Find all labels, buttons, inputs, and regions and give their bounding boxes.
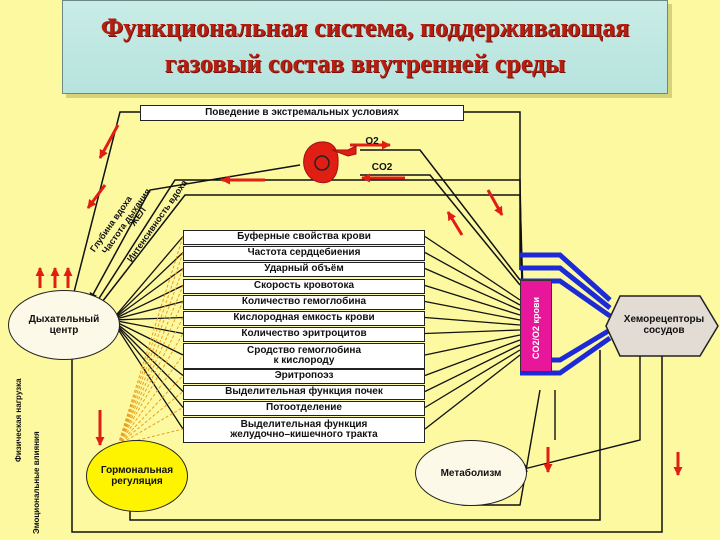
param-box: Количество гемоглобина	[183, 295, 425, 310]
param-box: Эритропоэз	[183, 369, 425, 384]
co2-label: CO2	[371, 162, 393, 173]
resp-center-rays	[111, 236, 184, 430]
side-label-physical: Физическая нагрузка	[14, 378, 23, 462]
co2-line	[360, 174, 521, 286]
title-line-2: газовый состав внутренней среды	[164, 49, 566, 78]
box-to-blood-lines	[424, 235, 521, 430]
box-link	[424, 316, 521, 326]
outer-loop-top	[71, 111, 140, 301]
outer-loop-bottom	[71, 340, 663, 533]
hormonal-ray	[117, 285, 184, 446]
box-link	[424, 329, 521, 335]
box-link	[424, 339, 521, 377]
hormonal-label: Гормональная регуляция	[100, 465, 174, 487]
hormonal-ray	[117, 252, 184, 446]
title-panel: Функциональная система, поддерживающая г…	[62, 0, 668, 94]
hormonal-ray	[117, 407, 184, 446]
hormonal-ray	[117, 391, 184, 446]
blood-gas-label: CO2/O2 крови	[531, 296, 541, 359]
box-link	[424, 284, 521, 316]
lungs-to-resp	[89, 164, 301, 301]
box-link	[424, 251, 521, 306]
param-box: Скорость кровотока	[183, 279, 425, 294]
resp-center-label: Дыхательный центр	[28, 314, 100, 336]
chemoreceptors-label: Хеморецепторы сосудов	[623, 314, 705, 336]
resp-ray	[111, 319, 184, 392]
param-box: Буферные свойства крови	[183, 230, 425, 245]
behavior-box: Поведение в экстремальных условиях	[140, 105, 464, 121]
lungs-center-mark	[314, 155, 330, 171]
o2-line	[360, 149, 521, 281]
box-link	[424, 235, 521, 301]
param-box: Частота сердцебиения	[183, 246, 425, 261]
box-link	[424, 349, 521, 409]
hormonal-ray	[117, 354, 184, 446]
metabolism-node: Метаболизм	[415, 440, 527, 506]
param-box: Сродство гемоглобина к кислороду	[183, 343, 425, 369]
resp-ray	[111, 319, 184, 377]
resp-ray	[111, 267, 184, 321]
resp-ray	[111, 319, 184, 356]
box-link	[424, 354, 521, 430]
box-link	[424, 300, 521, 321]
blood-gas-bar: CO2/O2 крови	[520, 280, 552, 372]
resp-ray	[111, 300, 184, 321]
lungs-icon	[303, 141, 357, 184]
param-box: Выделительная функция желудочно–кишечног…	[183, 417, 425, 443]
resp-ray	[111, 319, 184, 430]
param-box: Кислородная емкость крови	[183, 311, 425, 326]
param-box: Количество эритроцитов	[183, 327, 425, 342]
hormonal-ray	[117, 301, 184, 446]
side-label-emotional: Эмоциональные влияния	[32, 431, 41, 534]
hormonal-ray	[117, 317, 184, 446]
param-box: Потоотделение	[183, 401, 425, 416]
param-box: Ударный объём	[183, 262, 425, 277]
o2-label: O2	[365, 136, 379, 147]
hormonal-ray	[117, 375, 184, 446]
hormonal-ray	[117, 333, 184, 446]
param-box: Выделительная функция почек	[183, 385, 425, 400]
inner-loop-bottom	[129, 350, 601, 521]
hormonal-rays	[117, 236, 184, 446]
red-arrows	[35, 124, 683, 476]
box-link	[424, 334, 521, 356]
resp-ray	[111, 252, 184, 321]
box-link	[424, 267, 521, 311]
title-line-1: Функциональная система, поддерживающая	[100, 13, 630, 42]
box-link	[424, 344, 521, 393]
resp-center-node: Дыхательный центр	[8, 290, 120, 360]
resp-ray	[111, 316, 184, 321]
resp-ray	[111, 236, 184, 321]
resp-ray	[111, 284, 184, 321]
resp-ray	[111, 319, 184, 335]
hormonal-ray	[117, 268, 184, 446]
metabolism-label: Метаболизм	[440, 467, 502, 479]
hormonal-node: Гормональная регуляция	[86, 440, 188, 512]
hormonal-ray	[117, 236, 184, 446]
outer-loop-right	[462, 111, 521, 270]
